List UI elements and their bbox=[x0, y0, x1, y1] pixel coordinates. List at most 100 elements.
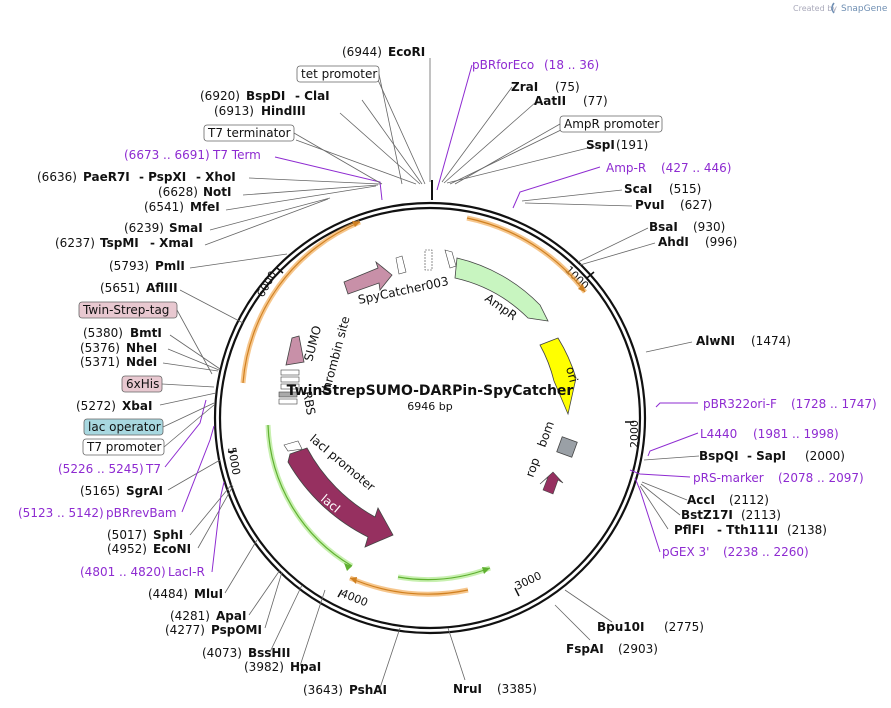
sumo-label: SUMO bbox=[301, 324, 324, 363]
spycatcher-feature[interactable] bbox=[343, 260, 393, 295]
svg-text:PmlI: PmlI bbox=[155, 259, 185, 273]
brand-name: SnapGene bbox=[841, 4, 888, 14]
plasmid-size: 6946 bp bbox=[407, 400, 452, 413]
enzyme-xbai[interactable]: (5272) XbaI bbox=[76, 399, 152, 413]
enzyme-sspi[interactable]: SspI (191) bbox=[586, 138, 648, 152]
svg-text:PshAI: PshAI bbox=[349, 683, 387, 697]
created-by-text: Created by bbox=[793, 4, 837, 13]
enzyme-pshai[interactable]: (3643) PshAI bbox=[303, 683, 387, 697]
svg-text:Amp-R: Amp-R bbox=[606, 161, 646, 175]
primer-lacir[interactable]: (4801 .. 4820) LacI-R bbox=[80, 565, 205, 579]
box-leader-lines bbox=[161, 73, 561, 448]
svg-text:Twin-Strep-tag: Twin-Strep-tag bbox=[82, 303, 169, 317]
svg-text:lac operator: lac operator bbox=[88, 420, 161, 434]
bom-feature[interactable] bbox=[556, 436, 578, 458]
enzyme-noti[interactable]: (6628) NotI bbox=[158, 185, 232, 199]
enzyme-acci[interactable]: AccI (2112) bbox=[687, 493, 769, 507]
box-ampr-promoter[interactable]: AmpR promoter bbox=[559, 115, 663, 133]
enzyme-aatii[interactable]: AatII (77) bbox=[534, 94, 608, 108]
sumo-feature[interactable] bbox=[285, 335, 305, 366]
enzyme-scai[interactable]: ScaI (515) bbox=[624, 182, 701, 196]
svg-text:NruI: NruI bbox=[453, 682, 482, 696]
enzyme-paer7i[interactable]: (6636) PaeR7I - PspXI - XhoI bbox=[37, 170, 236, 184]
enzyme-hindiii[interactable]: (6913) HindIII bbox=[214, 104, 306, 118]
enzyme-bsshii[interactable]: (4073) BssHII bbox=[202, 646, 290, 660]
enzyme-pmli[interactable]: (5793) PmlI bbox=[109, 259, 185, 273]
svg-text:- SapI: - SapI bbox=[747, 449, 786, 463]
enzyme-sgrai[interactable]: (5165) SgrAI bbox=[80, 484, 163, 498]
primer-pbr322ori[interactable]: pBR322ori-F (1728 .. 1747) bbox=[703, 397, 877, 411]
tick-6000: 6000 bbox=[254, 269, 279, 300]
enzyme-bstz17i[interactable]: BstZ17I (2113) bbox=[681, 508, 781, 522]
box-6xhis[interactable]: 6xHis bbox=[121, 375, 163, 393]
enzyme-ecori[interactable]: (6944) EcoRI bbox=[342, 45, 425, 59]
enzyme-econi[interactable]: (4952) EcoNI bbox=[107, 542, 191, 556]
svg-text:T7 Term: T7 Term bbox=[212, 148, 261, 162]
primer-prs[interactable]: pRS-marker (2078 .. 2097) bbox=[693, 471, 864, 485]
svg-text:(1474): (1474) bbox=[751, 334, 791, 348]
svg-text:(6944): (6944) bbox=[342, 45, 382, 59]
primer-t7[interactable]: (5226 .. 5245) T7 bbox=[58, 462, 161, 476]
enzyme-apai[interactable]: (4281) ApaI bbox=[170, 609, 246, 623]
enzyme-smai[interactable]: (6239) SmaI bbox=[124, 221, 203, 235]
svg-text:(4073): (4073) bbox=[202, 646, 242, 660]
svg-text:- Tth111I: - Tth111I bbox=[717, 523, 778, 537]
ori-label: ori bbox=[563, 365, 581, 384]
svg-text:BspDI: BspDI bbox=[246, 89, 285, 103]
primer-t7term[interactable]: (6673 .. 6691) T7 Term bbox=[124, 148, 261, 162]
enzyme-ndei[interactable]: (5371) NdeI bbox=[80, 355, 157, 369]
enzyme-bspdi[interactable]: (6920) BspDI - ClaI bbox=[200, 89, 330, 103]
box-t7-promoter[interactable]: T7 promoter bbox=[82, 438, 165, 456]
enzyme-fspai[interactable]: FspAI (2903) bbox=[566, 642, 658, 656]
rbs-label: RBS bbox=[300, 390, 318, 416]
ori-feature[interactable] bbox=[539, 337, 577, 416]
enzyme-aflii[interactable]: (5651) AflIII bbox=[100, 281, 178, 295]
enzyme-mlui[interactable]: (4484) MluI bbox=[148, 587, 223, 601]
enzyme-bsai[interactable]: BsaI (930) bbox=[649, 220, 725, 234]
svg-text:MluI: MluI bbox=[194, 587, 223, 601]
enzyme-tspmi[interactable]: (6237) TspMI - XmaI bbox=[55, 236, 193, 250]
svg-text:FspAI: FspAI bbox=[566, 642, 604, 656]
enzyme-bmti[interactable]: (5380) BmtI bbox=[83, 326, 162, 340]
laci-feature[interactable] bbox=[287, 447, 394, 548]
svg-text:Bpu10I: Bpu10I bbox=[597, 620, 644, 634]
enzyme-alwni[interactable]: AlwNI (1474) bbox=[696, 334, 791, 348]
primer-pbrforeco[interactable]: pBRforEco (18 .. 36) bbox=[472, 58, 599, 72]
svg-text:AflIII: AflIII bbox=[146, 281, 178, 295]
box-t7-terminator[interactable]: T7 terminator bbox=[203, 124, 295, 142]
enzyme-nhei[interactable]: (5376) NheI bbox=[80, 341, 157, 355]
svg-text:AhdI: AhdI bbox=[658, 235, 689, 249]
enzyme-mfei[interactable]: (6541) MfeI bbox=[144, 200, 220, 214]
svg-text:(6237): (6237) bbox=[55, 236, 95, 250]
svg-text:pRS-marker: pRS-marker bbox=[693, 471, 764, 485]
enzyme-pflfi[interactable]: PflFI - Tth111I (2138) bbox=[674, 523, 827, 537]
primer-l4440[interactable]: L4440 (1981 .. 1998) bbox=[700, 427, 839, 441]
laci-promoter-arrow bbox=[283, 440, 303, 452]
enzyme-bspqi[interactable]: BspQI - SapI (2000) bbox=[699, 449, 845, 463]
svg-text:TspMI: TspMI bbox=[100, 236, 139, 250]
box-lac-operator[interactable]: lac operator bbox=[83, 418, 164, 436]
svg-text:AlwNI: AlwNI bbox=[696, 334, 735, 348]
svg-text:(5226 .. 5245): (5226 .. 5245) bbox=[58, 462, 144, 476]
enzyme-pspomi[interactable]: (4277) PspOMI bbox=[165, 623, 262, 637]
enzyme-bpu10i[interactable]: Bpu10I (2775) bbox=[597, 620, 704, 634]
ampr-feature[interactable] bbox=[454, 257, 549, 322]
primer-pgex[interactable]: pGEX 3' (2238 .. 2260) bbox=[662, 545, 809, 559]
enzyme-leader-lines bbox=[159, 58, 700, 689]
primer-pbrrevbam[interactable]: (5123 .. 5142) pBRrevBam bbox=[18, 506, 177, 520]
enzyme-zrai[interactable]: ZraI (75) bbox=[511, 80, 580, 94]
enzyme-pvui[interactable]: PvuI (627) bbox=[635, 198, 712, 212]
primer-ampr[interactable]: Amp-R (427 .. 446) bbox=[606, 161, 731, 175]
svg-text:pBRrevBam: pBRrevBam bbox=[106, 506, 177, 520]
svg-text:SspI: SspI bbox=[586, 138, 615, 152]
svg-text:HpaI: HpaI bbox=[290, 660, 321, 674]
enzyme-sphi[interactable]: (5017) SphI bbox=[107, 528, 183, 542]
enzyme-nrui[interactable]: NruI (3385) bbox=[453, 682, 537, 696]
box-tet-promoter[interactable]: tet promoter bbox=[296, 65, 380, 83]
enzyme-hpai[interactable]: (3982) HpaI bbox=[244, 660, 321, 674]
enzyme-ahdi[interactable]: AhdI (996) bbox=[658, 235, 737, 249]
box-twin-strep-tag[interactable]: Twin-Strep-tag bbox=[78, 301, 178, 319]
rop-feature[interactable] bbox=[539, 471, 564, 495]
svg-text:BssHII: BssHII bbox=[248, 646, 290, 660]
